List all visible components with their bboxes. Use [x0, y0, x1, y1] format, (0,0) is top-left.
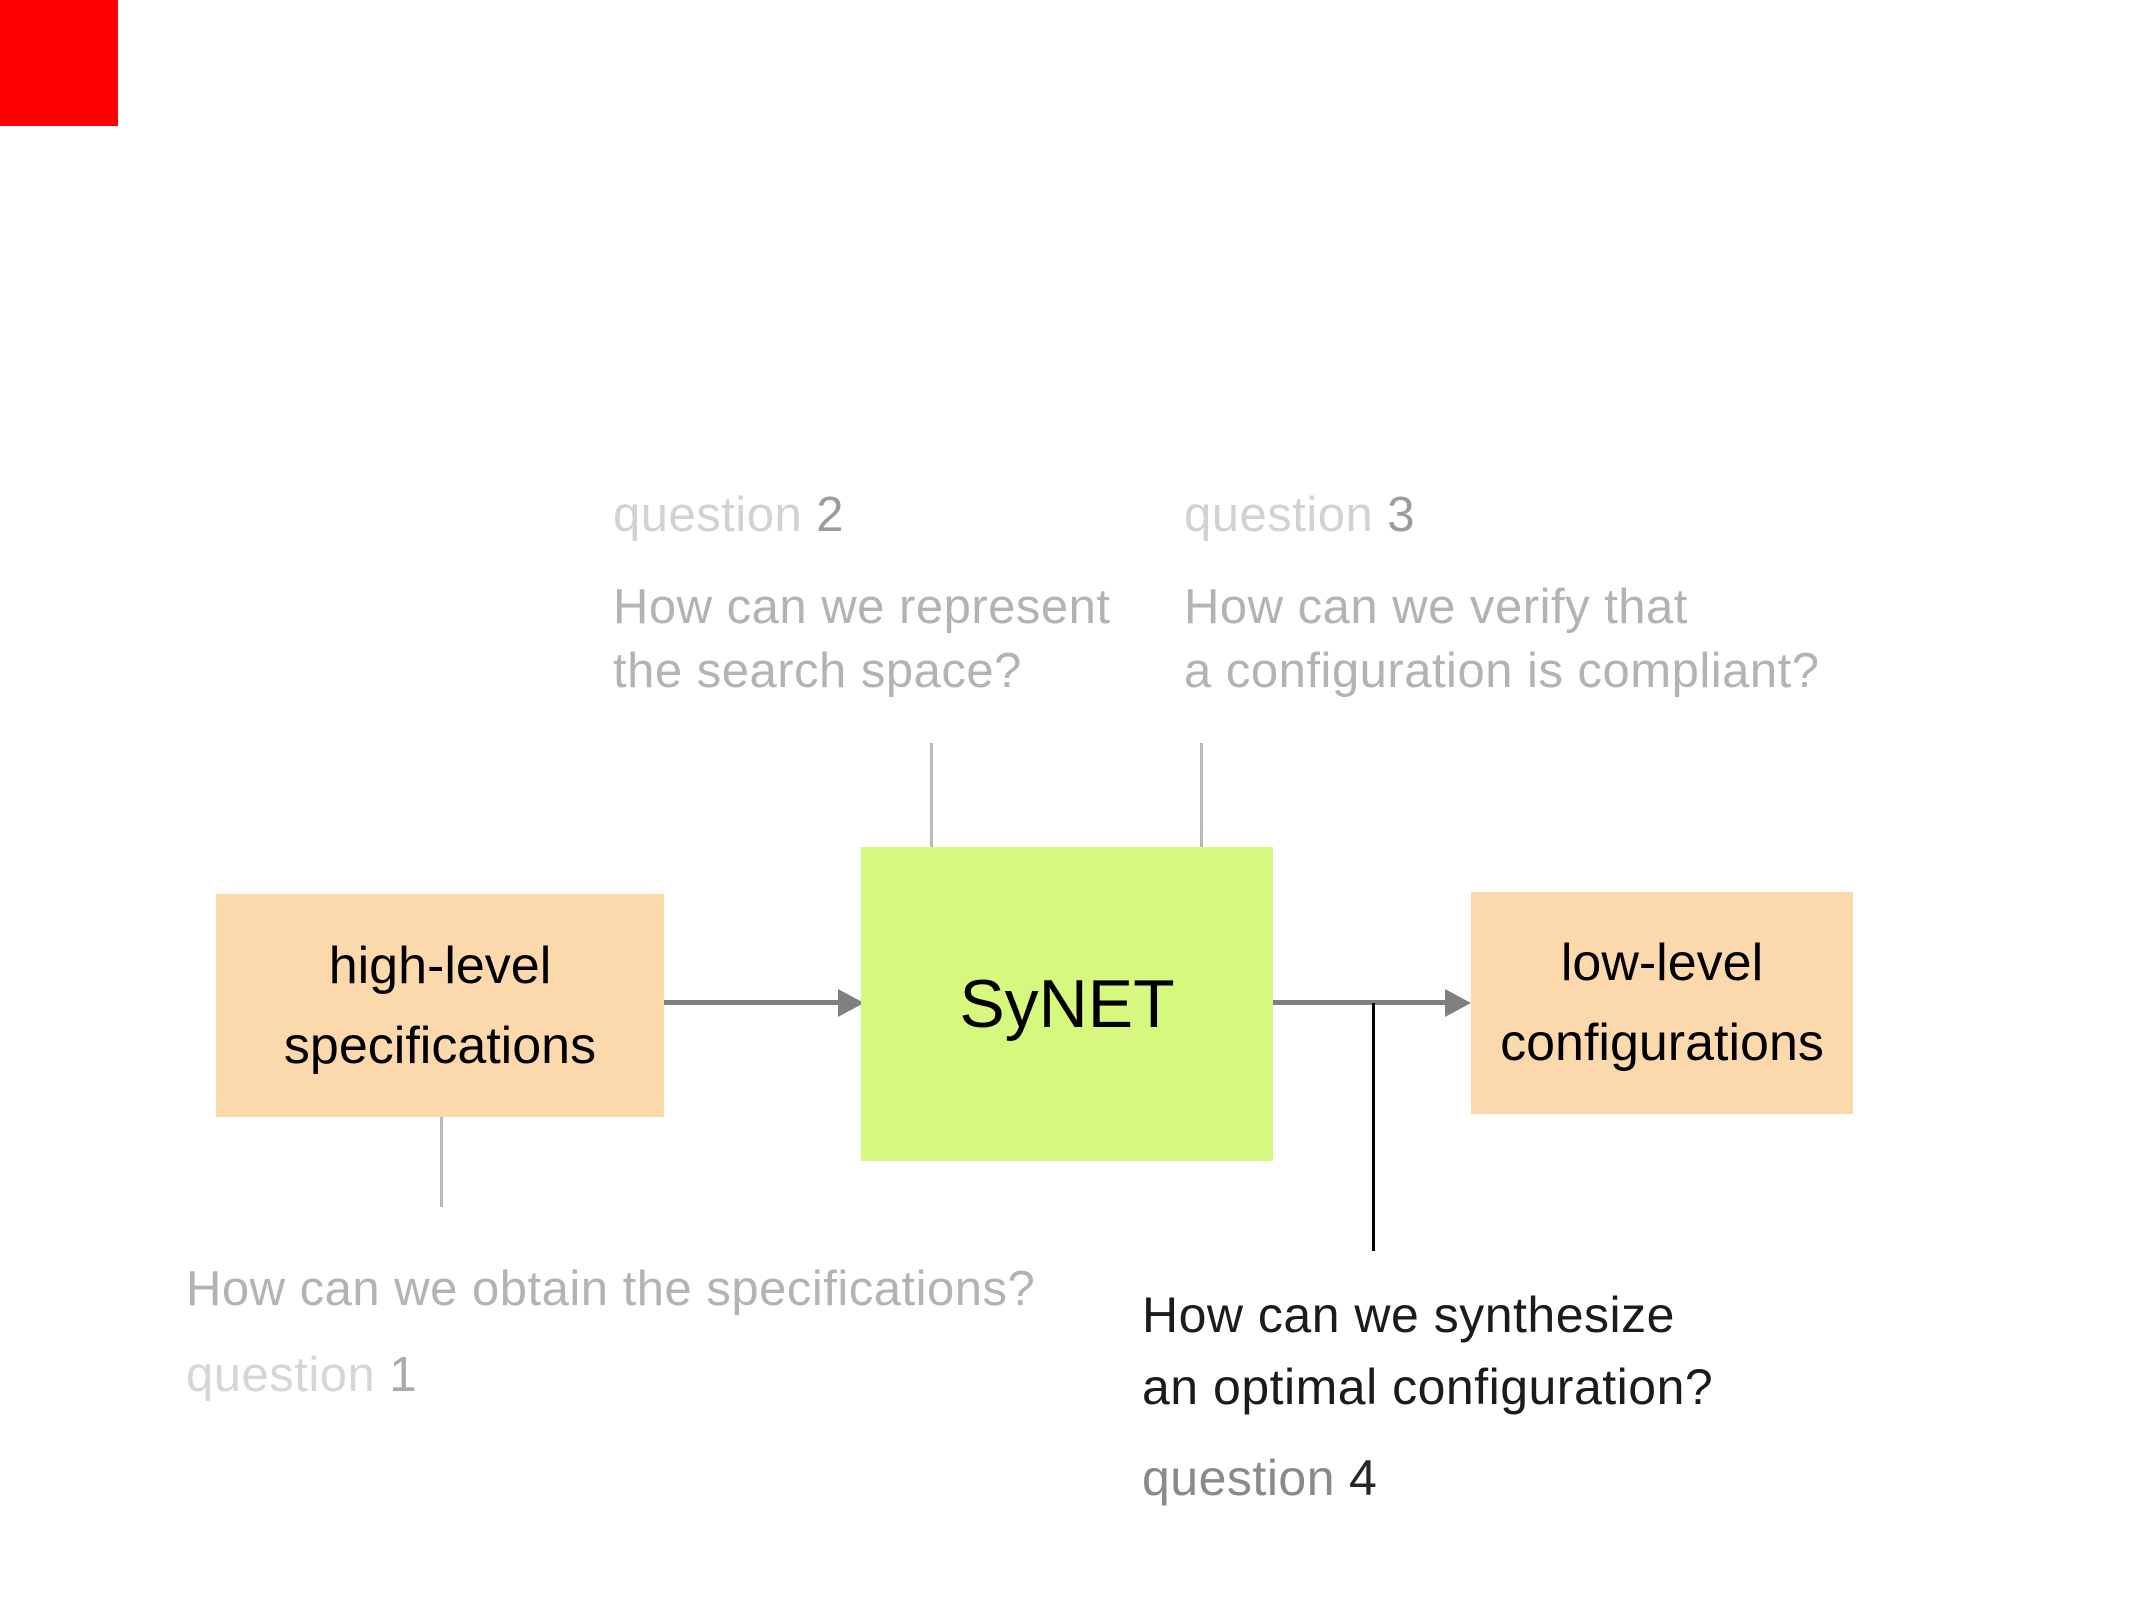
question1-text: How can we obtain the specifications? — [186, 1257, 1035, 1321]
connector-question1-line — [440, 1117, 443, 1207]
question3-label-number: 3 — [1387, 488, 1416, 542]
synet-label: SyNET — [959, 966, 1175, 1042]
question3-text-line2: a configuration is compliant? — [1184, 644, 1820, 698]
low-level-configurations-line1: low-level — [1560, 934, 1764, 992]
arrow-specs-to-synet-shaft — [664, 1000, 840, 1005]
high-level-specifications-box: high-level specifications — [216, 894, 664, 1117]
arrow-specs-to-synet-head — [838, 989, 864, 1017]
question2-label-word: question — [613, 488, 803, 542]
high-level-specifications-line2: specifications — [283, 1016, 597, 1075]
question2-text: How can we represent the search space? — [613, 575, 1111, 703]
question3-text: How can we verify that a configuration i… — [1184, 575, 1820, 703]
synet-box: SyNET — [861, 847, 1273, 1161]
question4-text-line2: an optimal configuration? — [1142, 1359, 1714, 1415]
question4-label-word: question — [1142, 1450, 1336, 1506]
question1-label-number: 1 — [389, 1348, 418, 1402]
question2-label-number: 2 — [816, 488, 845, 542]
question4-text-line1: How can we synthesize — [1142, 1287, 1675, 1343]
question1-label-word: question — [186, 1348, 376, 1402]
red-corner-marker — [0, 0, 118, 126]
low-level-configurations-line2: configurations — [1500, 1014, 1824, 1072]
question3-label-word: question — [1184, 488, 1374, 542]
question2-text-line2: the search space? — [613, 644, 1022, 698]
low-level-configurations-box: low-level configurations — [1471, 892, 1853, 1114]
question4-label-number: 4 — [1349, 1450, 1378, 1506]
connector-question4-line — [1372, 1003, 1375, 1251]
connector-question2-line — [930, 743, 933, 847]
connector-question3-line — [1200, 743, 1203, 847]
arrow-synet-to-configs-head — [1445, 989, 1471, 1017]
arrow-synet-to-configs-shaft — [1273, 1000, 1445, 1005]
high-level-specifications-line1: high-level — [328, 936, 552, 995]
question2-text-line1: How can we represent — [613, 580, 1111, 634]
question1-text-line1: How can we obtain the specifications? — [186, 1262, 1036, 1316]
question4-text: How can we synthesize an optimal configu… — [1142, 1279, 1713, 1423]
question3-text-line1: How can we verify that — [1184, 580, 1688, 634]
